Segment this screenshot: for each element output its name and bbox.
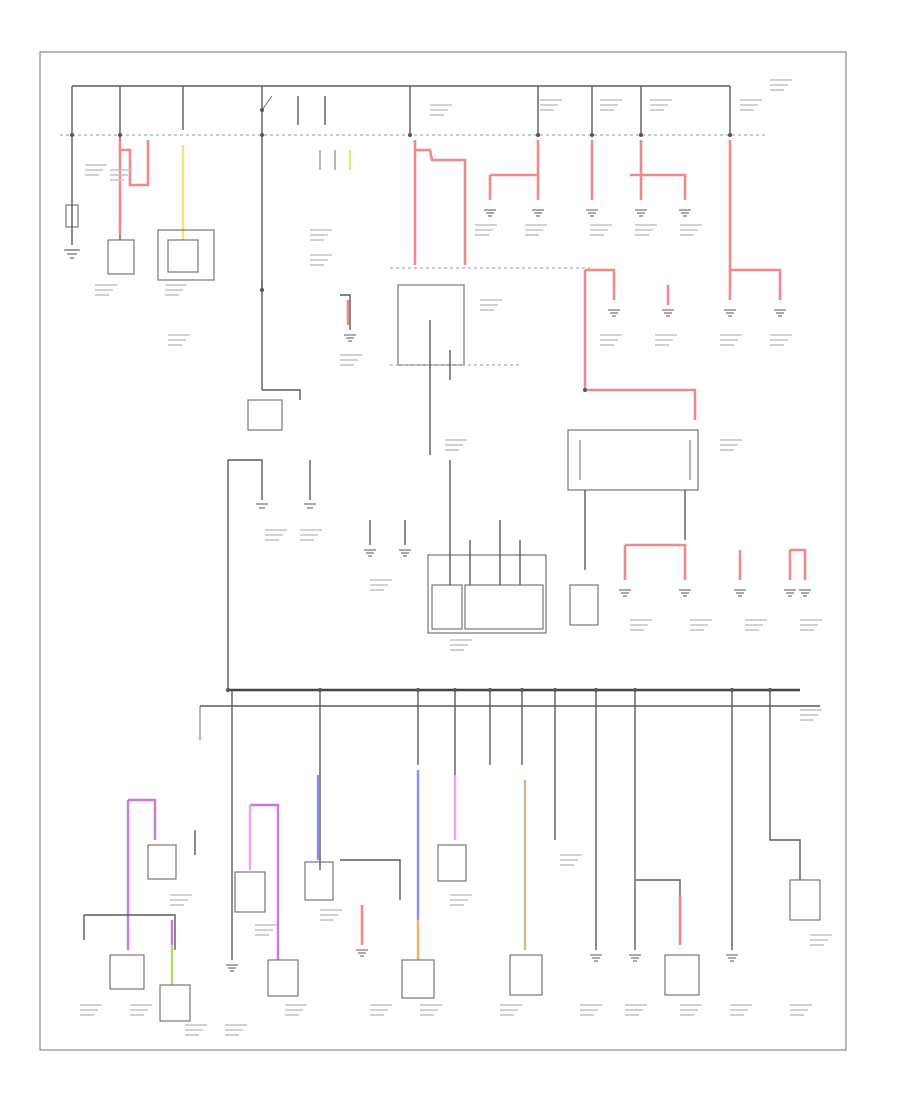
junction-dot <box>70 133 74 137</box>
ground-icon <box>784 589 796 597</box>
relay-center <box>390 284 520 455</box>
wire <box>228 459 263 500</box>
wire-red-11 <box>730 268 782 300</box>
component-box <box>401 959 435 999</box>
ground-icon <box>586 209 598 217</box>
component-box <box>147 844 177 880</box>
diagram-border <box>39 51 847 1051</box>
wire-purple-1 <box>126 798 157 950</box>
wire <box>340 859 401 900</box>
junction-dot <box>520 688 524 692</box>
ground-icon <box>629 954 641 962</box>
component-box <box>159 984 191 1022</box>
junction-dot <box>730 688 734 692</box>
junction-dot <box>226 688 230 692</box>
starter <box>247 399 283 431</box>
lower-branches <box>231 690 801 960</box>
junction-dot <box>118 133 122 137</box>
component-box <box>109 954 145 990</box>
ground-icon <box>679 209 691 217</box>
ground-icon <box>662 309 674 317</box>
label-marks <box>80 79 832 1036</box>
ground-icon <box>734 589 746 597</box>
wire <box>83 914 176 950</box>
junction-dot <box>318 688 322 692</box>
component-box <box>509 954 543 996</box>
wire-red-2 <box>120 140 150 187</box>
ground-icon <box>364 549 376 557</box>
fuse-panel <box>427 460 547 634</box>
ground-icon <box>679 589 691 597</box>
ground-symbols <box>70 133 811 972</box>
wire-red-15 <box>623 543 687 580</box>
component-box <box>234 871 266 913</box>
ground-icon <box>724 309 736 317</box>
ground-icon <box>356 949 368 957</box>
junction-dot <box>639 133 643 137</box>
ground-icon <box>608 309 620 317</box>
ground-icon <box>532 209 544 217</box>
component-box <box>167 239 199 273</box>
ground-icon <box>484 209 496 217</box>
lower-bus <box>199 688 820 740</box>
wire <box>369 520 406 545</box>
ground-icon <box>344 334 356 342</box>
wire-red-17 <box>788 548 807 580</box>
component-box <box>789 879 821 921</box>
junction-dot <box>453 688 457 692</box>
component-box <box>437 844 467 882</box>
ground-icon <box>226 964 238 972</box>
wire-red-6 <box>488 173 538 200</box>
component-box <box>304 861 334 901</box>
wire-red-12 <box>583 270 697 420</box>
junction-dot <box>260 133 264 137</box>
junction-dot <box>416 688 420 692</box>
junction-dot <box>633 688 637 692</box>
ground-symbol <box>256 503 316 509</box>
component-box <box>569 584 599 626</box>
component-box <box>664 954 700 996</box>
ground-icon <box>399 549 411 557</box>
junction-dot <box>553 688 557 692</box>
component-box <box>157 229 215 281</box>
ground-icon <box>726 954 738 962</box>
relay-right <box>567 429 699 570</box>
ground-icon <box>774 309 786 317</box>
ground-icon <box>635 209 647 217</box>
junction-dot <box>768 688 772 692</box>
battery-ground <box>64 204 80 259</box>
junction-dot <box>488 688 492 692</box>
junction-dot <box>583 388 587 392</box>
junction-dot <box>590 133 594 137</box>
junction-dot <box>260 288 264 292</box>
wire <box>636 879 681 895</box>
wire-red-13 <box>585 268 616 300</box>
wire-red-4 <box>415 148 467 265</box>
ground-icon <box>799 589 811 597</box>
junction-dot <box>536 133 540 137</box>
junction-dot <box>728 133 732 137</box>
ground-icon <box>590 954 602 962</box>
ignition-switch <box>260 95 590 400</box>
wire-red-9 <box>630 173 687 200</box>
wire-purple-2 <box>250 803 280 960</box>
junction-dot <box>594 688 598 692</box>
ground-icon <box>619 589 631 597</box>
component-box <box>107 239 135 275</box>
component-box <box>267 959 299 997</box>
junction-dot <box>408 133 412 137</box>
